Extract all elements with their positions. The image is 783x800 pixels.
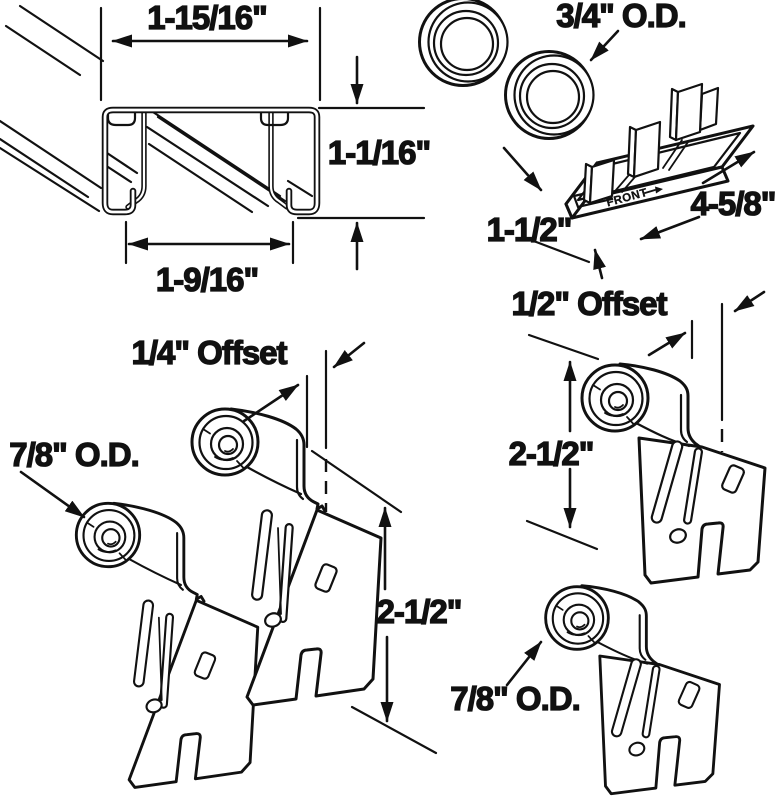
- half-height-label: 2-1/2": [509, 435, 594, 472]
- dim-track-bottom-width: 1-9/16": [124, 220, 295, 299]
- roller-bracket-half-top: [582, 364, 765, 583]
- quarter-offset-label: 1/4" Offset: [131, 334, 287, 371]
- quarter-od-label: 7/8" O.D.: [9, 436, 139, 473]
- floor-guide-fins: [582, 82, 720, 205]
- dim-track-top-width: 1-15/16": [99, 0, 322, 102]
- roller-bracket-quarter-back: [76, 503, 257, 787]
- dim-half-height: 2-1/2": [508, 333, 600, 551]
- track-top-width-label: 1-15/16": [147, 0, 267, 36]
- finger-pull-od-label: 3/4" O.D.: [556, 0, 686, 34]
- half-offset-label: 1/2" Offset: [511, 285, 667, 322]
- track-height-label: 1-1/16": [328, 134, 430, 171]
- track-cross-section: [0, 4, 321, 216]
- floor-guide: FRONT 1-1/2" 4-5/8": [486, 82, 777, 280]
- dim-quarter-height: 2-1/2": [310, 449, 463, 755]
- front-arrow-icon: [655, 186, 663, 194]
- dim-half-offset: 1/2" Offset: [511, 284, 766, 452]
- finger-pull-front: [504, 50, 595, 140]
- half-od-label: 7/8" O.D.: [450, 680, 580, 717]
- dim-guide-length: 4-5/8": [639, 150, 777, 241]
- finger-pulls: 3/4" O.D.: [418, 0, 687, 140]
- finger-pull-back: [418, 0, 509, 87]
- dim-quarter-od: 7/8" O.D.: [9, 435, 140, 519]
- track-bottom-width-label: 1-9/16": [156, 261, 258, 298]
- guide-length-label: 4-5/8": [691, 185, 776, 222]
- dim-quarter-offset: 1/4" Offset: [131, 333, 366, 512]
- dim-guide-width: 1-1/2": [486, 146, 606, 280]
- dim-half-od: 7/8" O.D.: [450, 640, 581, 718]
- quarter-height-label: 2-1/2": [377, 593, 462, 630]
- dim-track-height: 1-1/16": [296, 55, 432, 271]
- guide-width-label: 1-1/2": [487, 211, 572, 248]
- track-perspective-lines: [0, 4, 314, 214]
- roller-pair-half-offset: 1/2" Offset 2-1/2" 7/8" O.D.: [450, 284, 766, 794]
- roller-pair-quarter-offset: 1/4" Offset 7/8" O.D. 2-1/2": [9, 333, 463, 787]
